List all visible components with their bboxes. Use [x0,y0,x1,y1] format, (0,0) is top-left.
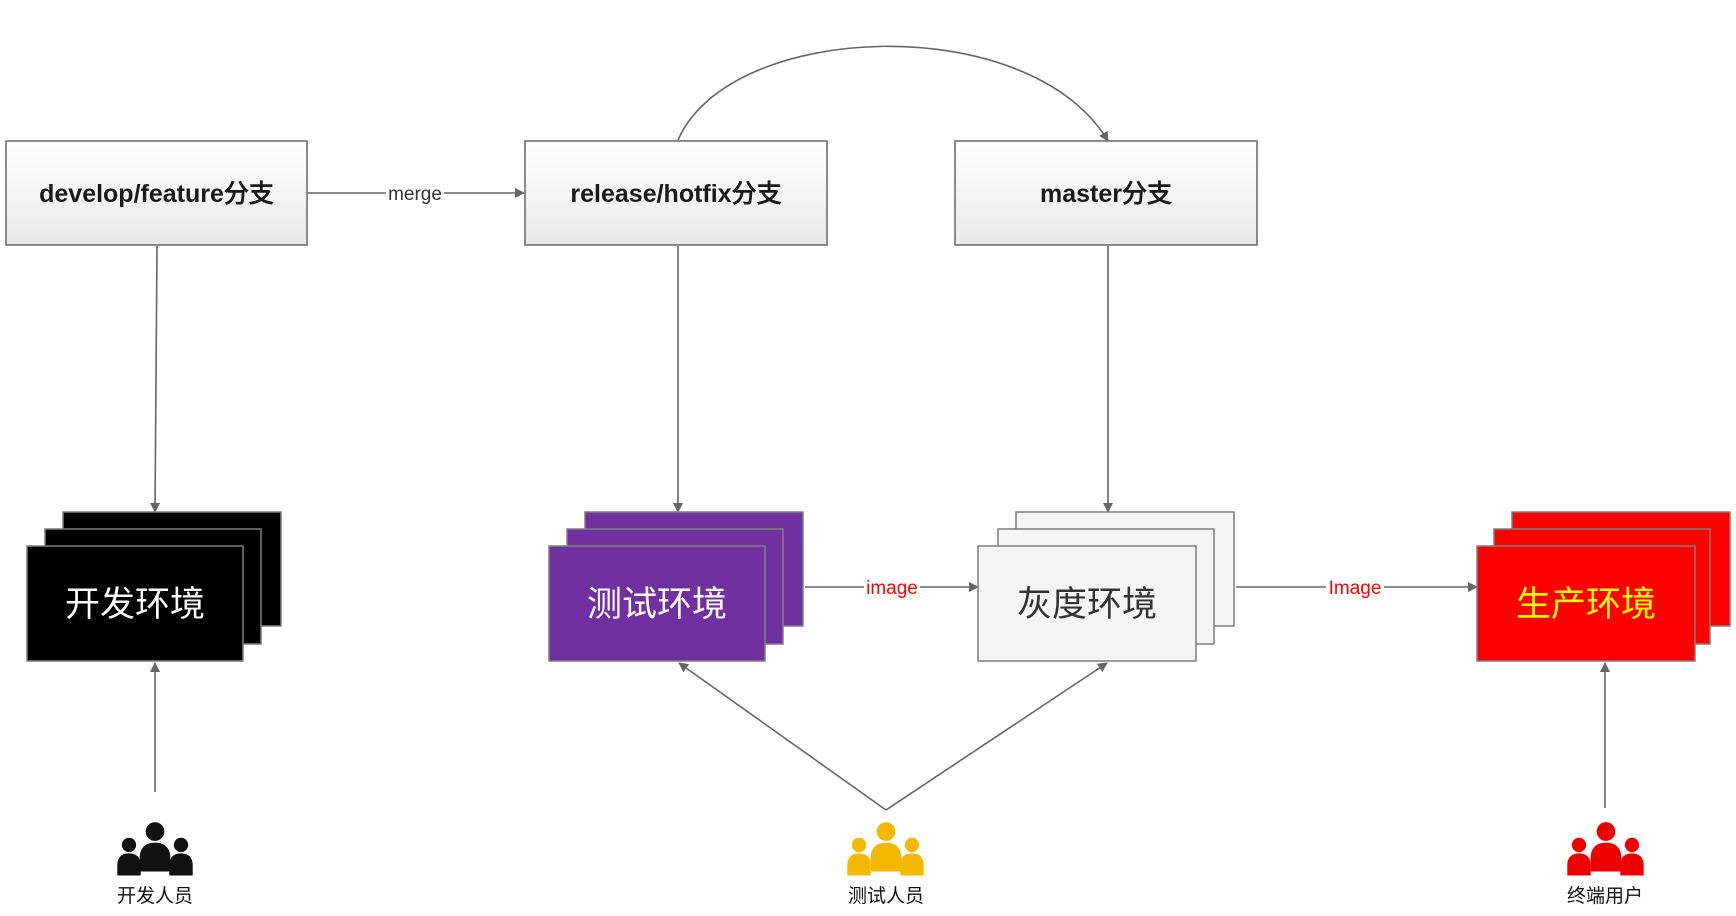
testers-group-icon [847,822,924,876]
end-users-label: 终端用户 [1567,885,1643,907]
branch-develop-box: develop/feature分支 [5,140,308,246]
env-gray-label: 灰度环境 [1017,585,1157,625]
env-prod-card-front [1476,545,1696,662]
env-dev-label: 开发环境 [65,585,205,625]
env-prod-stack: 生产环境 [1476,511,1731,662]
develop-to-dev-env-edge [150,245,161,513]
edge-labels: merge image Image [386,182,1384,599]
branch-release-box: release/hotfix分支 [524,140,828,246]
env-gray-stack: 灰度环境 [977,511,1235,662]
env-prod-label: 生产环境 [1516,585,1656,625]
developers-group-icon [117,822,193,876]
end-users-group-icon [1567,822,1644,876]
env-dev-card-front [26,545,244,662]
developers-label: 开发人员 [117,885,193,907]
env-dev-stack: 开发环境 [26,511,282,662]
image-label-test-to-gray: image [866,578,918,599]
branch-release-label: release/hotfix分支 [570,180,781,208]
testers-label: 测试人员 [848,885,924,907]
actor-developers: 开发人员 [117,822,193,907]
image-label-gray-to-prod: Image [1329,578,1382,599]
env-test-card-front [548,545,766,662]
merge-label: merge [388,184,442,205]
actor-end-users: 终端用户 [1567,822,1644,907]
testers-to-test-env-edge [678,662,887,811]
env-test-label: 测试环境 [587,585,727,625]
branch-master-label: master分支 [1040,180,1172,208]
branch-master-box: master分支 [954,140,1258,246]
connectors [150,45,1610,811]
env-test-stack: 测试环境 [548,511,804,662]
arc-release-to-master-edge [677,45,1109,142]
actor-testers: 测试人员 [847,822,924,907]
testers-to-gray-env-edge [885,662,1108,811]
branch-develop-label: develop/feature分支 [39,180,274,208]
env-gray-card-front [977,545,1197,662]
